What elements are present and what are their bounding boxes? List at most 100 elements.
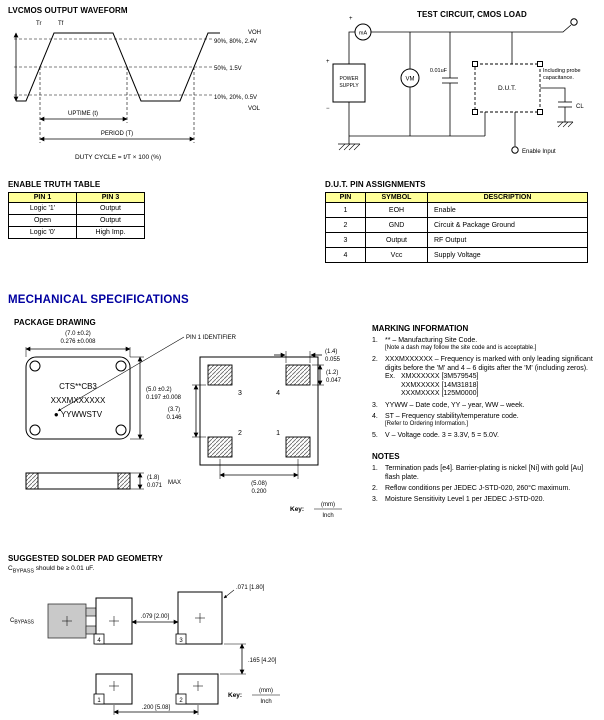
tf-label: Tf (58, 21, 64, 27)
duty-cycle-label: DUTY CYCLE = t/T × 100 (%) (75, 154, 161, 161)
test-circuit-title: TEST CIRCUIT, CMOS LOAD (417, 10, 527, 19)
item-text: Termination pads [e4]. Barrier-plating i… (385, 464, 584, 481)
pkg-marking-line3: ● YYWWSTV (54, 410, 103, 419)
bypass-capacitor (442, 77, 458, 84)
pkg-key-inch: Inch (322, 513, 333, 519)
cell: GND (365, 217, 428, 233)
cell: Output (365, 232, 428, 248)
vol-label: VOL (248, 106, 261, 112)
dim-gap: .079 [2.00] (141, 614, 170, 620)
level-50-label: 50%, 1.5V (214, 66, 242, 72)
cell: 1 (325, 202, 366, 218)
cell: 3 (325, 232, 366, 248)
table-row: 4 Vcc Supply Voltage (325, 247, 588, 263)
list-item: 2. Reflow conditions per JEDEC J-STD-020… (372, 484, 598, 493)
subtitle-pre: C (8, 565, 13, 572)
pad-vspace-in: 0.146 (166, 415, 182, 421)
solder-key-label: Key: (228, 692, 242, 699)
solder-pad-section: SUGGESTED SOLDER PAD GEOMETRY CBYPASS sh… (8, 554, 364, 718)
package-top-view (25, 356, 131, 440)
pad3-center-mark (195, 613, 205, 624)
pin1-identifier-leader (57, 336, 185, 412)
enable-truth-table-section: ENABLE TRUTH TABLE PIN 1 PIN 3 Logic '1'… (8, 180, 145, 239)
list-item: 3. Moisture Sensitivity Level 1 per JEDE… (372, 495, 598, 504)
package-side-view (25, 472, 131, 490)
item-text: V – Voltage code. 3 = 3.3V, 5 = 5.0V. (385, 431, 499, 439)
pad-height-in: 0.047 (326, 378, 342, 384)
enable-truth-table: PIN 1 PIN 3 Logic '1' Output Open Output… (8, 192, 145, 239)
item-text: ** – Manufacturing Site Code. (385, 337, 478, 344)
pad-1 (285, 436, 311, 458)
item-number: 2. (372, 485, 378, 492)
cell: Logic '0' (8, 226, 77, 239)
pad2-number: 2 (179, 698, 183, 704)
pad3-number: 3 (179, 638, 183, 644)
bypass-capacitor-label: 0.01uF (430, 68, 448, 74)
list-item: 1. Termination pads [e4]. Barrier-platin… (372, 464, 598, 482)
mechanical-specifications-title: MECHANICAL SPECIFICATIONS (8, 294, 189, 306)
pkg-marking-line1: CTS**CB3 (59, 382, 97, 391)
cell: Open (8, 214, 77, 227)
item-text: Moisture Sensitivity Level 1 per JEDEC J… (385, 496, 545, 504)
example-row: Ex. XMXXXXXX [3M579545] (385, 373, 598, 382)
power-supply-label-1: POWER (340, 76, 359, 82)
probe-note-line2: capacitance. (543, 75, 574, 81)
ground-symbol-main (338, 143, 361, 151)
pkg-key-mm: (mm) (321, 502, 335, 508)
circuit-wires (348, 24, 572, 146)
pkg-key-label: Key: (290, 506, 304, 513)
item-number: 1. (372, 464, 378, 472)
solder-key-inch: Inch (260, 699, 271, 705)
test-circuit-diagram: mA + POWER SUPPLY + − VM 0.01uF D.U.T. C… (326, 16, 584, 155)
probe-note-line1: Including probe (543, 68, 581, 74)
pkg-width-in: 0.276 ±0.008 (61, 339, 97, 345)
pad-pitch-mm: (5.08) (251, 481, 267, 487)
pkg-width-mm: (7.0 ±0.2) (65, 331, 91, 337)
ground-symbol-cl (557, 121, 574, 128)
list-item: 2. XXXMXXXXXX – Frequency is marked with… (372, 355, 598, 399)
cbypass-label: CBYPASS (10, 618, 35, 626)
pkg-thickness-in: 0.071 (147, 483, 163, 489)
item-number: 5. (372, 431, 378, 439)
supply-minus-sign: − (326, 106, 330, 112)
cell: Vcc (365, 247, 428, 263)
supply-terminal (570, 18, 578, 26)
side-view-end-pad (25, 472, 39, 490)
item-text: XXXMXXXXXX – Frequency is marked with on… (385, 355, 593, 372)
example-text: XXMXXXXX [14M31818] (401, 381, 479, 389)
pad-2-number: 2 (238, 430, 242, 437)
table-row: Logic '0' High Imp. (8, 226, 145, 239)
power-supply-box (332, 63, 366, 103)
example-row: XXMXXXXX [14M31818] (385, 382, 598, 391)
pad-3 (207, 364, 233, 386)
item-note: [Note a dash may follow the site code an… (385, 345, 537, 352)
pad3-number-box (175, 633, 187, 645)
pad2-number-box (175, 693, 187, 705)
dim-pitch: .200 [5.08] (142, 705, 171, 711)
marking-information: MARKING INFORMATION 1. ** – Manufacturin… (372, 324, 598, 440)
side-view-end-pad (117, 472, 131, 490)
uptime-label: UPTIME (t) (68, 111, 98, 117)
column-header-pin1: PIN 1 (8, 192, 77, 203)
pad-pitch-in: 0.200 (251, 489, 267, 495)
threshold-dashed-lines (14, 38, 212, 96)
package-drawing: (7.0 ±0.2) 0.276 ±0.008 CTS**CB3 XXXMXXX… (25, 331, 342, 519)
table-row: 3 Output RF Output (325, 232, 588, 248)
corner-castellations (29, 360, 127, 436)
pin-assignments-title: D.U.T. PIN ASSIGNMENTS (325, 180, 426, 189)
pkg-marking-line2: XXXMXXXXXX (51, 396, 106, 405)
notes: NOTES 1. Termination pads [e4]. Barrier-… (372, 452, 598, 504)
cell: 4 (325, 247, 366, 263)
voh-label: VOH (248, 30, 261, 36)
item-note: [Refer to Ordering Information.] (385, 421, 469, 428)
voltmeter-circle (400, 68, 420, 88)
pad-4-number: 4 (276, 390, 280, 397)
cell: Logic '1' (8, 202, 77, 215)
cell: RF Output (427, 232, 588, 248)
list-item: 4. ST – Frequency stability/temperature … (372, 412, 598, 429)
pad-width-in: 0.055 (325, 357, 341, 363)
ammeter-label: mA (359, 31, 368, 37)
pkg-height-mm: (5.0 ±0.2) (146, 387, 172, 393)
example-row: XXXMXXXX [125M0000] (385, 390, 598, 399)
pad4-number: 4 (97, 638, 101, 644)
